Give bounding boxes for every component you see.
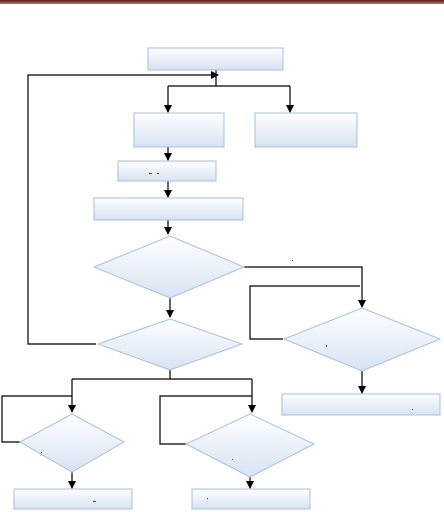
tiny-mark-2	[157, 173, 159, 174]
decision-nodes	[18, 235, 442, 478]
process-boxes	[13, 47, 441, 510]
tiny-mark-9	[207, 498, 208, 499]
process-box-6	[281, 393, 441, 416]
decision-diamond-3	[282, 307, 442, 372]
connector-decision-3-loop	[249, 285, 360, 340]
connector-decision-5-loop	[159, 395, 252, 445]
tiny-mark-4	[326, 345, 327, 347]
decision-diamond-1	[92, 235, 246, 299]
decision-diamond-2	[96, 318, 244, 371]
tiny-marks	[41, 173, 413, 502]
process-box-1	[147, 47, 284, 71]
process-box-5	[93, 197, 244, 221]
decision-diamond-4	[18, 413, 126, 473]
tiny-mark-6	[41, 452, 42, 453]
connector-top-loop	[27, 71, 219, 345]
connector-decision-1-right	[244, 266, 366, 308]
connectors	[1, 70, 366, 489]
top-rule	[0, 0, 444, 4]
tiny-mark-8	[93, 501, 96, 502]
tiny-mark-5	[412, 409, 413, 410]
process-box-2	[133, 112, 225, 148]
process-box-7	[13, 488, 133, 510]
tiny-mark-1	[149, 173, 152, 174]
connector-decision-4-loop	[1, 395, 72, 443]
process-box-4	[117, 160, 217, 182]
process-box-3	[254, 112, 358, 148]
tiny-mark-7	[232, 459, 233, 460]
decision-diamond-5	[184, 413, 316, 478]
process-box-8	[191, 488, 311, 510]
tiny-mark-3	[292, 260, 293, 261]
